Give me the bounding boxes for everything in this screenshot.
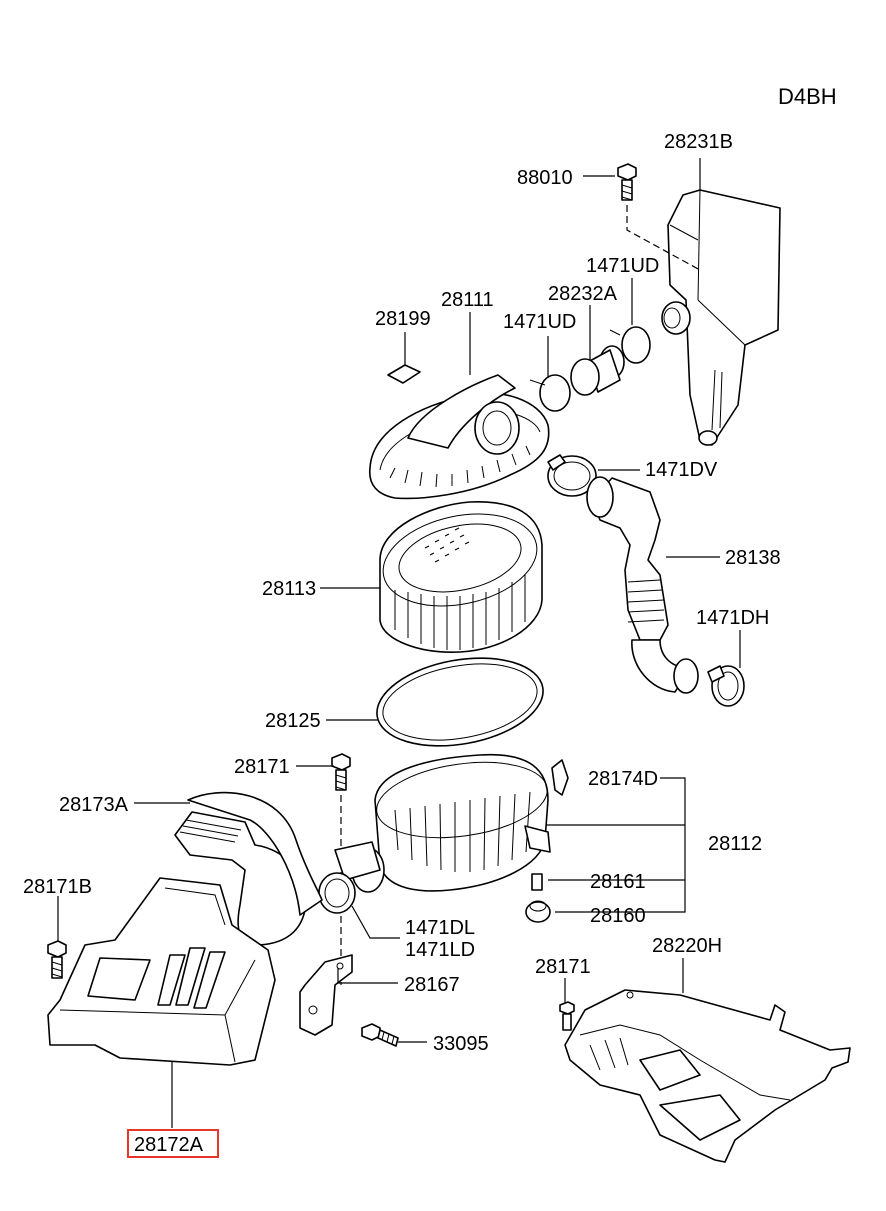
filter-element-28113-drawing[interactable] [375,501,546,653]
part-label-1471UD-upper[interactable]: 1471UD [586,255,659,277]
part-label-28171B[interactable]: 28171B [23,876,92,898]
part-label-1471DH[interactable]: 1471DH [696,607,769,629]
cleaner-cover-28111-drawing[interactable] [369,374,550,500]
part-label-1471DV[interactable]: 1471DV [645,459,718,481]
part-label-28112[interactable]: 28112 [708,833,762,855]
hose-28232A-drawing[interactable] [529,326,651,412]
clamp-1471DV-drawing[interactable] [547,454,597,497]
part-label-1471DL[interactable]: 1471DL [405,917,475,939]
bolt-88010-drawing[interactable] [617,163,637,201]
leader-lines [57,158,741,1128]
part-label-28232A[interactable]: 28232A [548,283,618,305]
part-label-28173A[interactable]: 28173A [59,794,129,816]
part-label-28161[interactable]: 28161 [590,871,646,893]
engine-code-label: D4BH [778,84,837,109]
part-label-1471UD-lower[interactable]: 1471UD [503,311,576,333]
clamp-1471DL-drawing[interactable] [318,872,356,914]
bolt-28171-drawing[interactable] [331,753,351,791]
part-label-28113[interactable]: 28113 [262,578,316,600]
part-label-28174D[interactable]: 28174D [588,768,658,790]
resonator-28231B-drawing[interactable] [661,189,781,446]
part-label-28160[interactable]: 28160 [590,905,646,927]
cover-28172A-drawing[interactable] [47,877,276,1066]
air-guide-28220H-drawing[interactable] [564,989,851,1163]
part-label-33095[interactable]: 33095 [433,1033,489,1055]
bolt-33095-drawing[interactable] [361,1023,399,1047]
bolt-28171B-drawing[interactable] [47,940,67,979]
part-label-28199[interactable]: 28199 [375,308,431,330]
cleaner-body-28112-drawing[interactable] [334,752,569,893]
label-28199-drawing[interactable] [387,364,421,384]
gasket-28125-drawing[interactable] [370,646,550,758]
bolt-28171-lower-drawing[interactable] [559,1001,575,1031]
grommet-28161-drawing[interactable] [531,873,543,891]
bracket-28167-drawing[interactable] [299,954,353,1036]
part-label-28138[interactable]: 28138 [725,547,781,569]
part-label-28171-lower[interactable]: 28171 [535,956,591,978]
part-label-28171-upper[interactable]: 28171 [234,756,290,778]
grommet-28160-drawing[interactable] [525,900,551,923]
part-label-28111[interactable]: 28111 [441,289,494,311]
part-label-28220H[interactable]: 28220H [652,935,722,957]
intake-hose-28138-drawing[interactable] [586,476,699,694]
part-label-28125[interactable]: 28125 [265,710,321,732]
duct-28173A-drawing[interactable] [174,791,323,946]
clamp-1471DH-drawing[interactable] [707,665,745,707]
part-label-28167[interactable]: 28167 [404,974,460,996]
part-label-28172A[interactable]: 28172A [134,1134,204,1156]
part-label-88010[interactable]: 88010 [517,167,573,189]
part-label-1471LD[interactable]: 1471LD [405,939,475,961]
part-label-28231B[interactable]: 28231B [664,131,733,153]
highlight-box-28172A [127,1129,219,1158]
bolt-88010-guide [626,205,701,271]
